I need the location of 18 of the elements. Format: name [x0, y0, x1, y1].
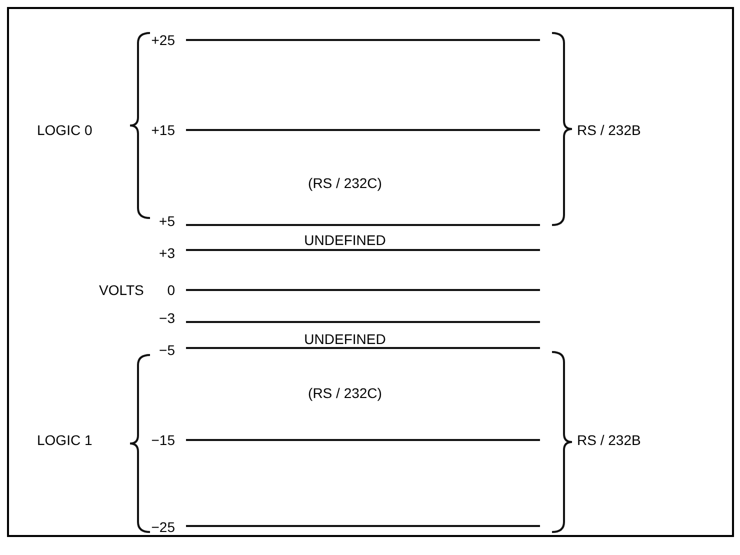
- axis-label: (RS / 232C): [307, 385, 383, 401]
- axis-label: +5: [158, 213, 176, 229]
- axis-label: VOLTS: [98, 282, 145, 298]
- axis-label: +3: [158, 245, 176, 261]
- axis-label: LOGIC 1: [36, 432, 94, 448]
- axis-label: UNDEFINED: [303, 331, 387, 347]
- axis-label: −5: [158, 342, 176, 358]
- axis-label: RS / 232B: [576, 432, 642, 448]
- axis-label: UNDEFINED: [303, 232, 387, 248]
- axis-label: 0: [166, 282, 176, 298]
- axis-label: +25: [150, 32, 176, 48]
- axis-label: −15: [150, 432, 176, 448]
- axis-label: LOGIC 0: [36, 122, 94, 138]
- axis-label: (RS / 232C): [307, 175, 383, 191]
- axis-label: RS / 232B: [576, 122, 642, 138]
- axis-label: −25: [150, 519, 176, 535]
- axis-label: +15: [150, 122, 176, 138]
- axis-label: −3: [158, 310, 176, 326]
